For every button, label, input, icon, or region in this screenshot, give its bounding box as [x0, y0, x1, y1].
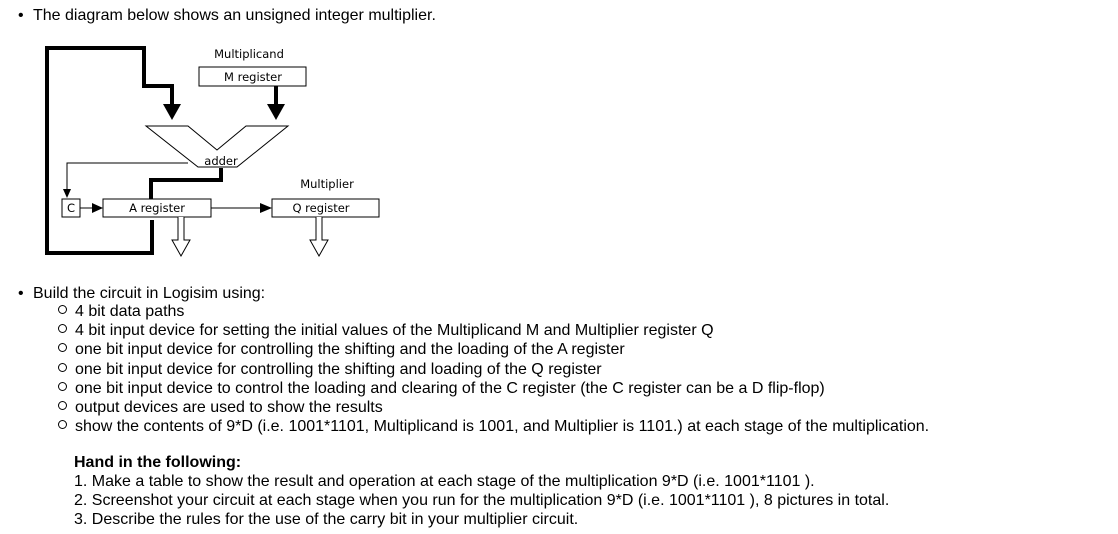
build-paragraph: • Build the circuit in Logisim using:	[18, 284, 265, 303]
list-item: 3. Describe the rules for the use of the…	[74, 511, 579, 528]
multiplicand-label: Multiplicand	[214, 47, 284, 61]
carry-arrow	[63, 189, 71, 198]
list-item: 4 bit input device for setting the initi…	[58, 321, 929, 340]
c-to-a-arrow	[92, 203, 103, 213]
sum-wire	[149, 168, 223, 199]
handin-list: 1. Make a table to show the result and o…	[74, 472, 889, 529]
handin-section: Hand in the following: 1. Make a table t…	[74, 453, 889, 529]
adder-label: adder	[204, 154, 238, 168]
a-to-q-arrow	[260, 203, 272, 213]
bullet-dot: •	[18, 285, 24, 302]
c-register-label: C	[67, 201, 75, 215]
circle-bullet-icon	[58, 381, 67, 391]
q-output-arrow	[309, 217, 329, 258]
build-title: Build the circuit in Logisim using:	[33, 285, 266, 302]
list-item: one bit input device for controlling the…	[58, 360, 929, 379]
circle-bullet-icon	[58, 362, 67, 372]
adder-shape	[144, 125, 290, 168]
circle-bullet-icon	[58, 343, 67, 353]
handin-title: Hand in the following:	[74, 454, 242, 471]
list-item: one bit input device for controlling the…	[58, 340, 929, 359]
m-register-box	[198, 66, 307, 87]
build-list: 4 bit data paths 4 bit input device for …	[58, 302, 929, 436]
adder-right-arrow	[267, 104, 285, 120]
intro-paragraph: • The diagram below shows an unsigned in…	[18, 6, 436, 25]
circle-bullet-icon	[58, 324, 67, 334]
list-item: show the contents of 9*D (i.e. 1001*1101…	[58, 417, 929, 436]
list-item: 1. Make a table to show the result and o…	[74, 473, 815, 490]
circle-bullet-icon	[58, 420, 67, 430]
adder-left-arrow	[163, 104, 181, 120]
multiplier-diagram: Multiplicand M register adder C A regist…	[45, 46, 380, 258]
bullet-dot: •	[18, 7, 24, 24]
circle-bullet-icon	[58, 305, 67, 314]
list-item: one bit input device to control the load…	[58, 379, 929, 398]
multiplier-label: Multiplier	[300, 177, 354, 191]
carry-wire	[66, 162, 188, 190]
a-register-label: A register	[129, 201, 185, 215]
list-item: output devices are used to show the resu…	[58, 398, 929, 417]
q-register-box	[271, 198, 380, 218]
q-register-label: Q register	[292, 201, 349, 215]
feedback-wire	[45, 46, 174, 255]
list-item: 2. Screenshot your circuit at each stage…	[74, 492, 890, 509]
m-register-label: M register	[224, 70, 282, 84]
intro-text: The diagram below shows an unsigned inte…	[33, 7, 436, 24]
list-item: 4 bit data paths	[58, 302, 929, 321]
circle-bullet-icon	[58, 400, 67, 410]
a-output-arrow	[171, 217, 191, 258]
